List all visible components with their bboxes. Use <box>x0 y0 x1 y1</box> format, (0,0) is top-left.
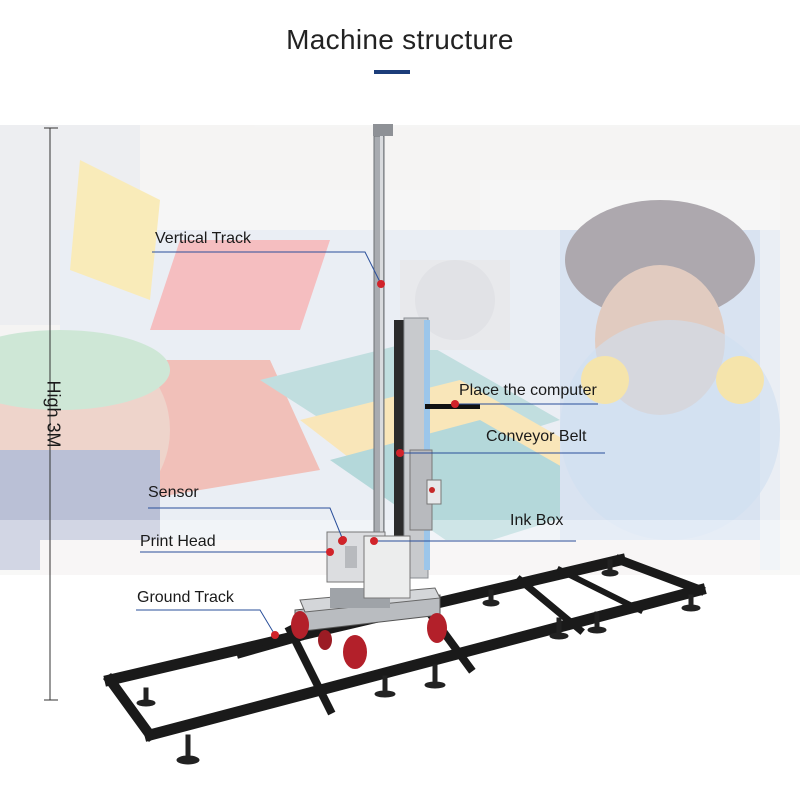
height-label: High 3M <box>43 380 64 448</box>
height-dimension <box>44 127 58 701</box>
callout-lines <box>136 251 605 636</box>
callout-markers <box>271 280 459 639</box>
label-conveyor-belt: Conveyor Belt <box>486 428 587 445</box>
track-feet <box>136 559 701 765</box>
label-ground-track: Ground Track <box>137 589 234 606</box>
vertical-mast <box>373 124 480 597</box>
page-title: Machine structure <box>286 24 514 55</box>
label-ink-box: Ink Box <box>510 512 564 529</box>
carriage <box>291 587 447 669</box>
label-vertical-track: Vertical Track <box>155 230 252 247</box>
label-print-head: Print Head <box>140 533 216 550</box>
label-sensor: Sensor <box>148 484 199 501</box>
title-underline <box>374 70 410 74</box>
label-place-computer: Place the computer <box>459 382 597 399</box>
